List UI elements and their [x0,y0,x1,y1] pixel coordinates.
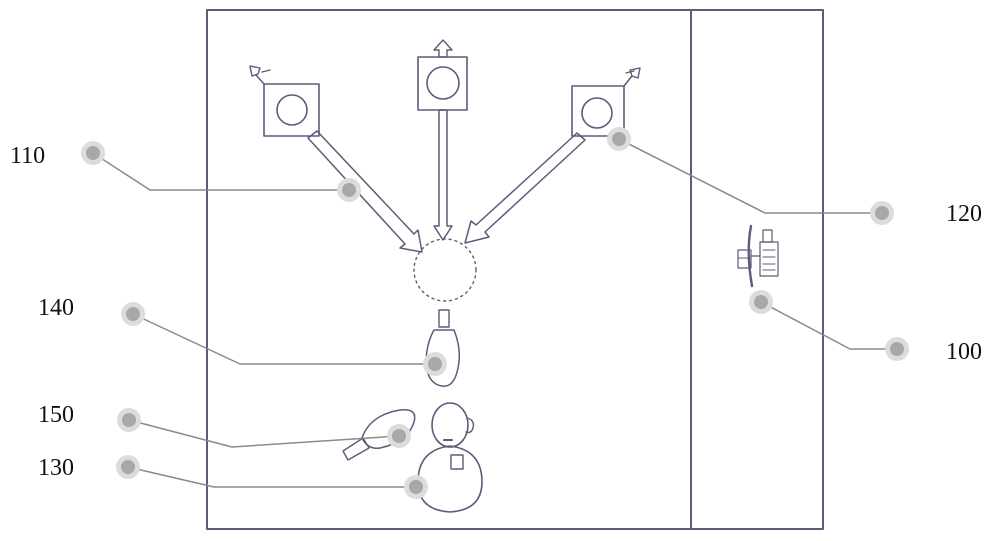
leader-dot [116,455,140,479]
speaker-unit-right [571,85,625,137]
leader-dot [337,178,361,202]
leader-dot-core [121,460,135,474]
ref-label-120: 120 [946,201,982,227]
leader-dot [607,127,631,151]
leader-dot-core [392,429,406,443]
leader-dot-core [409,480,423,494]
leader-dot [885,337,909,361]
leader-dot-core [890,342,904,356]
leader-line-130 [127,466,417,488]
ref-label-100: 100 [946,339,982,365]
leader-dot [387,424,411,448]
object-150 [342,409,416,461]
leader-dots [81,127,909,499]
sound-focus-zone [413,238,477,302]
leader-dot-core [875,206,889,220]
leader-dot [117,408,141,432]
leader-dot-core [122,413,136,427]
room-outline [206,9,824,530]
leader-dot [81,141,105,165]
leader-dot-core [612,132,626,146]
leader-dot [121,302,145,326]
leader-line-140 [132,313,436,365]
sound-beam-right [464,132,586,244]
sound-beam-center [433,109,453,241]
object-140 [425,309,461,387]
leader-line-100 [760,301,898,350]
leader-line-110 [92,152,350,191]
leader-line-150 [128,419,400,448]
sound-beam-left [307,130,423,253]
person-130 [417,402,483,513]
ref-label-140: 140 [38,295,74,321]
leader-dot-core [428,357,442,371]
leader-line-120 [618,138,883,214]
leader-dot-core [126,307,140,321]
device-100 [737,224,779,288]
leader-dot-core [754,295,768,309]
leader-dot-core [86,146,100,160]
leader-dot [423,352,447,376]
speaker-unit-left [263,83,320,137]
leader-dot [870,201,894,225]
leader-dot [749,290,773,314]
ref-label-110: 110 [10,143,46,169]
ref-label-130: 130 [38,455,74,481]
speaker-direction-arrow-right [623,67,641,87]
ref-label-150: 150 [38,402,74,428]
speaker-direction-arrow-left [249,65,271,85]
leader-dot-core [342,183,356,197]
speaker-direction-arrow-center [433,39,453,58]
speaker-unit-center [417,56,468,111]
leader-dot [404,475,428,499]
